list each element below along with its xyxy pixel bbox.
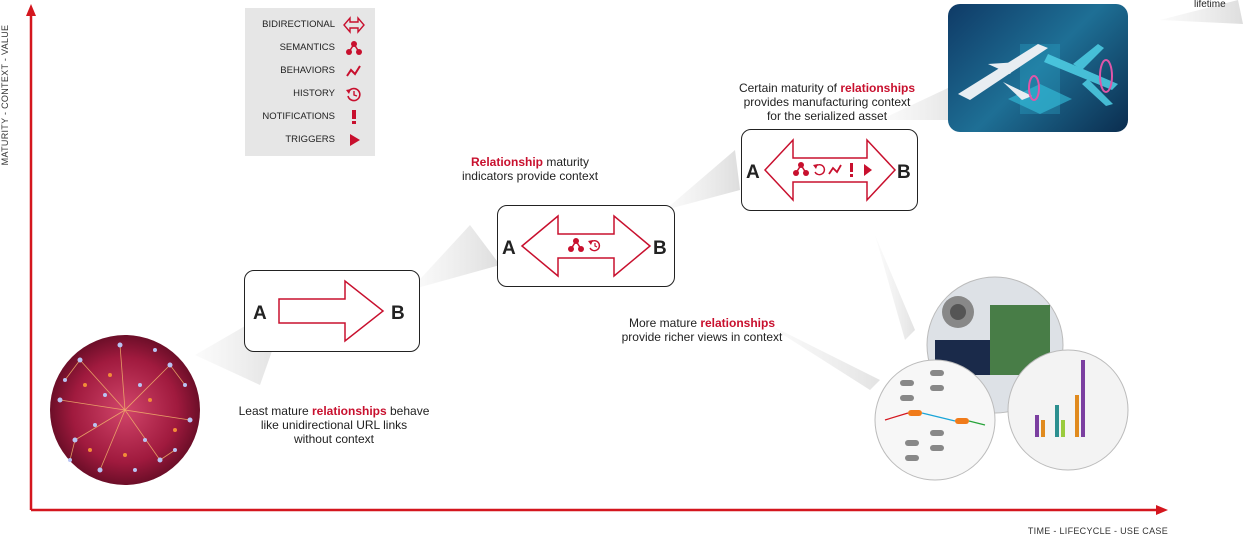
airplane-image: [958, 44, 1118, 114]
beam: [875, 235, 915, 340]
unidirectional-arrow-icon: [278, 279, 385, 343]
node-b: B: [653, 238, 667, 259]
x-axis-arrow: [1156, 505, 1168, 515]
x-axis-label: TIME - LIFECYCLE - USE CASE: [1027, 526, 1168, 536]
node-b: B: [391, 303, 405, 324]
node-a: A: [746, 162, 760, 183]
legend: BIDIRECTIONAL SEMANTICS BEHAVIORS HISTOR…: [245, 8, 375, 156]
caption-more-mature: More mature relationships provide richer…: [621, 316, 783, 344]
legend-item-history: HISTORY: [245, 85, 375, 103]
caption-least-mature: Least mature relationships behave like u…: [238, 404, 430, 446]
legend-item-semantics: SEMANTICS: [245, 39, 375, 57]
beam: [665, 150, 740, 210]
semantics-icon: [793, 162, 809, 176]
caption-certain-maturity: Certain maturity of relationships provid…: [738, 81, 916, 123]
beam: [1160, 0, 1243, 24]
y-axis-arrow: [26, 4, 36, 16]
node-b: B: [897, 162, 911, 183]
history-icon: [346, 87, 361, 102]
notifications-icon: [850, 163, 853, 177]
legend-item-bidirectional: BIDIRECTIONAL: [245, 16, 375, 34]
behaviors-icon: [828, 164, 842, 175]
node-a: A: [253, 303, 267, 324]
beam: [410, 225, 500, 290]
relationship-stage-1: A B: [244, 270, 420, 352]
behaviors-icon: [346, 65, 361, 77]
data-views-cluster: [874, 276, 1129, 481]
semantics-icon: [346, 41, 362, 55]
relationship-stage-2: A B: [497, 205, 675, 287]
lifetime-label: lifetime: [1194, 0, 1226, 10]
legend-item-behaviors: BEHAVIORS: [245, 62, 375, 80]
notifications-icon: [352, 110, 356, 124]
y-axis-label: MATURITY - CONTEXT - VALUE: [0, 24, 10, 166]
serialized-asset-image: [948, 4, 1128, 132]
beam: [760, 320, 880, 390]
bidirectional-arrow-icon: [343, 16, 365, 34]
legend-item-notifications: NOTIFICATIONS: [245, 108, 375, 126]
semantics-icon: [568, 238, 584, 252]
legend-label: SEMANTICS: [279, 42, 335, 53]
legend-item-triggers: TRIGGERS: [245, 131, 375, 149]
legend-label: BIDIRECTIONAL: [262, 19, 335, 30]
legend-label: BEHAVIORS: [280, 65, 335, 76]
network-globe: [50, 335, 200, 485]
legend-label: HISTORY: [293, 88, 335, 99]
legend-label: TRIGGERS: [285, 134, 335, 145]
triggers-icon: [350, 134, 360, 146]
relationship-stage-3: A B: [741, 129, 918, 211]
caption-maturity-indicators: Relationship maturity indicators provide…: [461, 155, 599, 183]
legend-label: NOTIFICATIONS: [262, 111, 335, 122]
history-icon: [813, 163, 826, 176]
bidirectional-arrow-icon: [520, 214, 652, 278]
history-icon: [588, 239, 601, 252]
bidirectional-arrow-icon: [763, 138, 897, 202]
triggers-icon: [864, 164, 872, 176]
node-a: A: [502, 238, 516, 259]
